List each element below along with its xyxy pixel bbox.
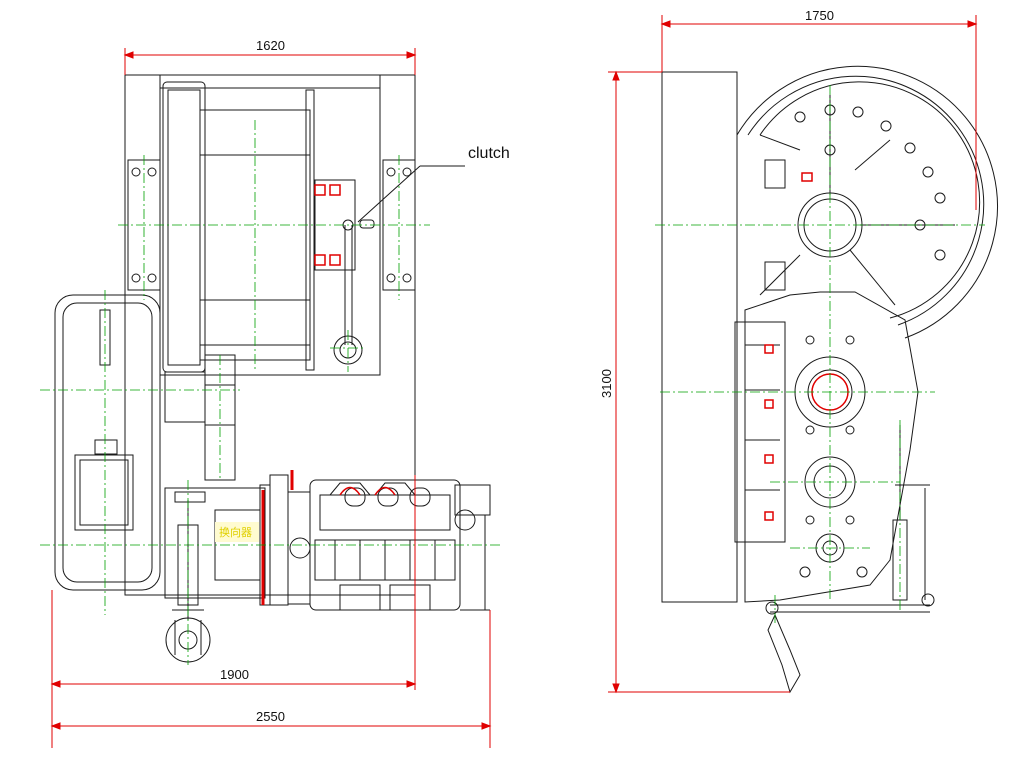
front-view-dimensions xyxy=(50,48,492,748)
gear-box-mark-bg xyxy=(215,522,259,542)
side-view-centerlines xyxy=(655,85,985,625)
dimension-2550: 2550 xyxy=(256,709,285,724)
clutch-label: clutch xyxy=(468,145,510,162)
gear-box-mark: 换向器 xyxy=(219,525,252,539)
front-view-centerlines xyxy=(40,120,500,665)
front-view xyxy=(54,74,491,663)
dimension-1750: 1750 xyxy=(805,8,834,23)
dimension-1620: 1620 xyxy=(256,38,285,53)
front-view-highlights xyxy=(261,184,396,605)
side-view-dimensions xyxy=(608,15,978,694)
dimension-3100: 3100 xyxy=(599,369,614,398)
dimension-1900: 1900 xyxy=(220,667,249,682)
clutch-callout: clutch xyxy=(357,145,510,223)
